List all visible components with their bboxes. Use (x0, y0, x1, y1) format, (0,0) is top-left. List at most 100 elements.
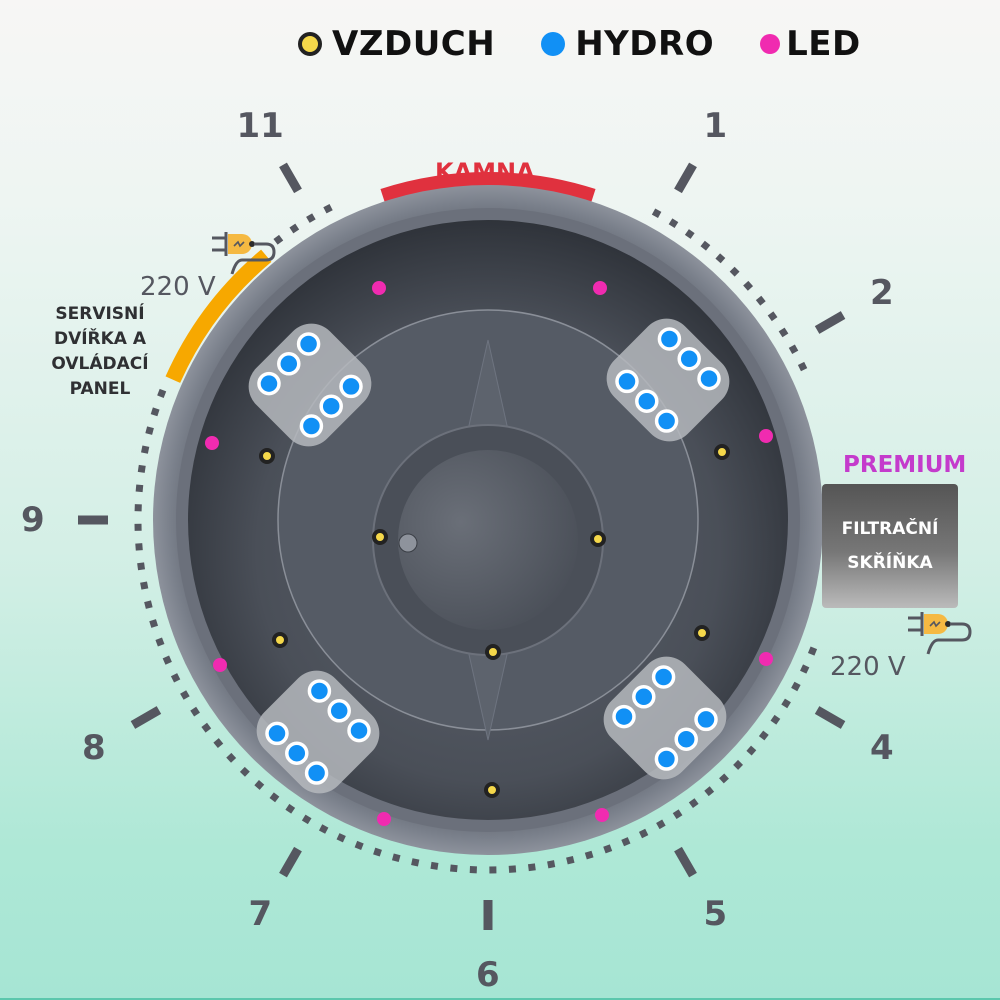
ring-dot (800, 664, 810, 674)
ring-dot (758, 730, 769, 741)
hydro-jet (347, 718, 371, 743)
ring-dot (411, 858, 420, 867)
hour-label: 5 (703, 894, 728, 935)
ring-dot (306, 213, 316, 223)
ring-dot (621, 837, 631, 847)
hour-label: 4 (870, 727, 894, 768)
ring-dot (285, 803, 296, 814)
ring-dot (137, 562, 146, 571)
ring-dot (201, 722, 212, 733)
legend-item-led: LED (760, 24, 861, 64)
air-jet (484, 782, 500, 798)
hour-tick (674, 162, 697, 194)
ring-dot (656, 819, 666, 830)
ring-dot (150, 407, 160, 417)
hydro-jet (285, 741, 309, 765)
ring-dot (672, 809, 683, 820)
ring-dot (157, 388, 167, 398)
legend-label: VZDUCH (332, 24, 496, 64)
ring-dot (430, 861, 439, 870)
led-light (759, 652, 773, 666)
led-light (377, 812, 391, 826)
ring-dot (155, 637, 165, 647)
hydro-jet (319, 394, 343, 418)
legend: VZDUCH HYDRO LED (298, 24, 907, 64)
hour-tick (130, 706, 162, 729)
hour-label: 1 (703, 105, 728, 146)
ring-dot (273, 234, 284, 245)
ring-dot (603, 844, 613, 854)
hydro-jet (339, 374, 363, 399)
hydro-jet (257, 371, 281, 396)
ring-dot (140, 581, 149, 590)
ring-dot (688, 798, 699, 809)
ring-dot (791, 681, 801, 692)
ring-dot (162, 655, 172, 665)
air-jet (485, 644, 501, 660)
filter-cabinet-label: FILTRAČNÍ (841, 519, 939, 539)
hour-label: 11 (236, 105, 284, 146)
filter-cabinet-label: SKŘÍŇKA (847, 553, 933, 573)
ring-dot (715, 253, 726, 264)
hydro-jet-icon (541, 32, 566, 56)
ring-dot (778, 327, 789, 338)
ring-dot (134, 504, 142, 512)
hour-tick (279, 846, 302, 878)
hydro-jet (304, 761, 329, 785)
ring-dot (180, 690, 190, 700)
ring-dot (566, 855, 575, 865)
ring-dot (141, 445, 150, 454)
ring-dot (767, 311, 778, 322)
air-jet (694, 625, 710, 641)
ring-dot (144, 600, 153, 609)
air-jet (590, 531, 606, 547)
hydro-jet (677, 347, 701, 371)
air-jet-icon (298, 32, 322, 56)
hydro-jet (632, 685, 656, 709)
hour-tick (814, 706, 846, 729)
service-panel-line: PANEL (69, 379, 131, 399)
air-jet (714, 444, 730, 460)
ring-dot (719, 773, 729, 784)
service-panel-label: SERVISNÍ DVÍŘKA A OVLÁDACÍ PANEL (40, 302, 160, 402)
ring-dot (638, 828, 649, 839)
led-light (205, 436, 219, 450)
ring-dot (170, 673, 181, 683)
hour-label: 8 (81, 727, 106, 768)
hydro-jet (694, 707, 718, 732)
led-light (759, 429, 773, 443)
hydro-jet (612, 704, 636, 729)
ring-dot (323, 203, 333, 214)
legend-label: HYDRO (575, 24, 715, 64)
air-jet (259, 448, 275, 464)
ring-dot (584, 850, 594, 860)
power-plug-icon (908, 612, 972, 655)
led-light (213, 658, 227, 672)
premium-label: PREMIUM (843, 452, 967, 478)
hydro-jet (651, 665, 676, 689)
seat (256, 670, 380, 794)
ring-dot (289, 223, 300, 234)
ring-dot (651, 208, 662, 219)
voltage-label-right: 220 V (830, 652, 906, 682)
ring-dot (239, 766, 250, 777)
ring-dot (743, 280, 754, 291)
led-light (593, 281, 607, 295)
hydro-jet (299, 414, 324, 438)
ring-dot (391, 853, 401, 863)
ring-dot (469, 866, 477, 874)
hydro-jet (697, 366, 721, 391)
service-panel-line: SERVISNÍ (55, 304, 145, 324)
hour-tick (279, 162, 302, 194)
ring-dot (684, 229, 695, 239)
hour-tick (814, 311, 846, 334)
kamna-arc (380, 172, 596, 205)
ring-dot (336, 833, 346, 843)
ring-dot (134, 523, 142, 531)
ring-dot (508, 865, 517, 873)
seat (603, 656, 727, 780)
hydro-jet (674, 727, 698, 751)
ring-dot (354, 840, 364, 850)
ring-dot (788, 344, 799, 355)
